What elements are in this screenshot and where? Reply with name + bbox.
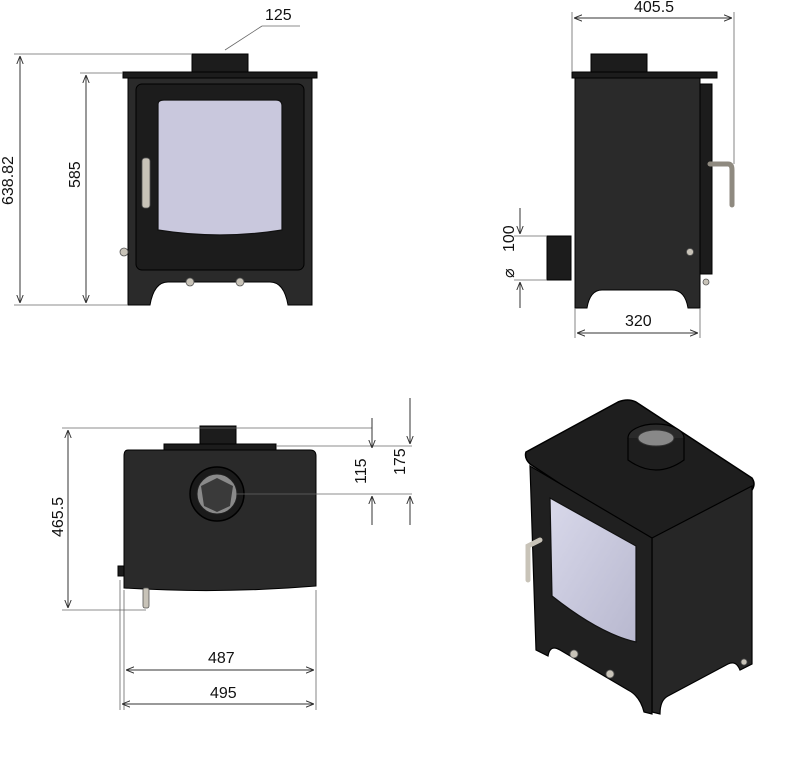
front-view: 125 638.82 585 <box>0 7 318 306</box>
iso-air-control-right <box>605 669 615 679</box>
side-door-handle <box>707 161 735 208</box>
iso-air-control-left <box>569 649 579 659</box>
flue-leader-line <box>224 25 263 51</box>
top-side-knob <box>117 565 125 577</box>
label-spigot-diameter: 100 <box>501 225 518 252</box>
label-top-depth: 465.5 <box>50 497 67 537</box>
side-stove-body <box>574 77 701 309</box>
top-view: 465.5 175 115 487 495 <box>50 398 412 710</box>
side-control-knob <box>702 278 710 286</box>
label-diameter-symbol: ⌀ <box>501 268 518 278</box>
side-door-edge <box>699 83 713 275</box>
label-overall-width: 495 <box>210 685 237 702</box>
front-top-plate <box>122 71 318 79</box>
label-flue-diameter: 125 <box>265 7 292 24</box>
label-flue-offset-outer: 175 <box>392 448 409 475</box>
side-view: 405.5 100 ⌀ 320 <box>501 0 735 338</box>
side-flue-collar <box>590 53 648 75</box>
label-overall-depth: 405.5 <box>634 0 674 16</box>
side-top-plate <box>571 71 718 79</box>
label-flue-offset-inner: 115 <box>353 458 370 484</box>
iso-door-glass <box>549 496 637 643</box>
label-base-depth: 320 <box>625 313 652 330</box>
front-side-knob <box>119 247 129 257</box>
front-flue-collar <box>191 53 249 75</box>
top-flue-collar <box>199 425 237 447</box>
side-air-control <box>686 248 694 256</box>
top-door-handle <box>142 587 150 609</box>
iso-side-control <box>740 658 748 666</box>
isometric-view <box>524 399 755 715</box>
front-door-handle <box>141 157 151 209</box>
front-door-glass <box>157 99 283 236</box>
side-rear-spigot <box>546 235 572 281</box>
iso-right-side <box>651 485 753 715</box>
label-body-height: 585 <box>67 161 84 188</box>
front-air-control-left <box>185 277 195 287</box>
iso-door-handle <box>525 537 543 583</box>
label-overall-height: 638.82 <box>0 156 17 205</box>
label-body-width: 487 <box>208 650 235 667</box>
top-rear-lip <box>163 443 277 451</box>
front-air-control-right <box>235 277 245 287</box>
